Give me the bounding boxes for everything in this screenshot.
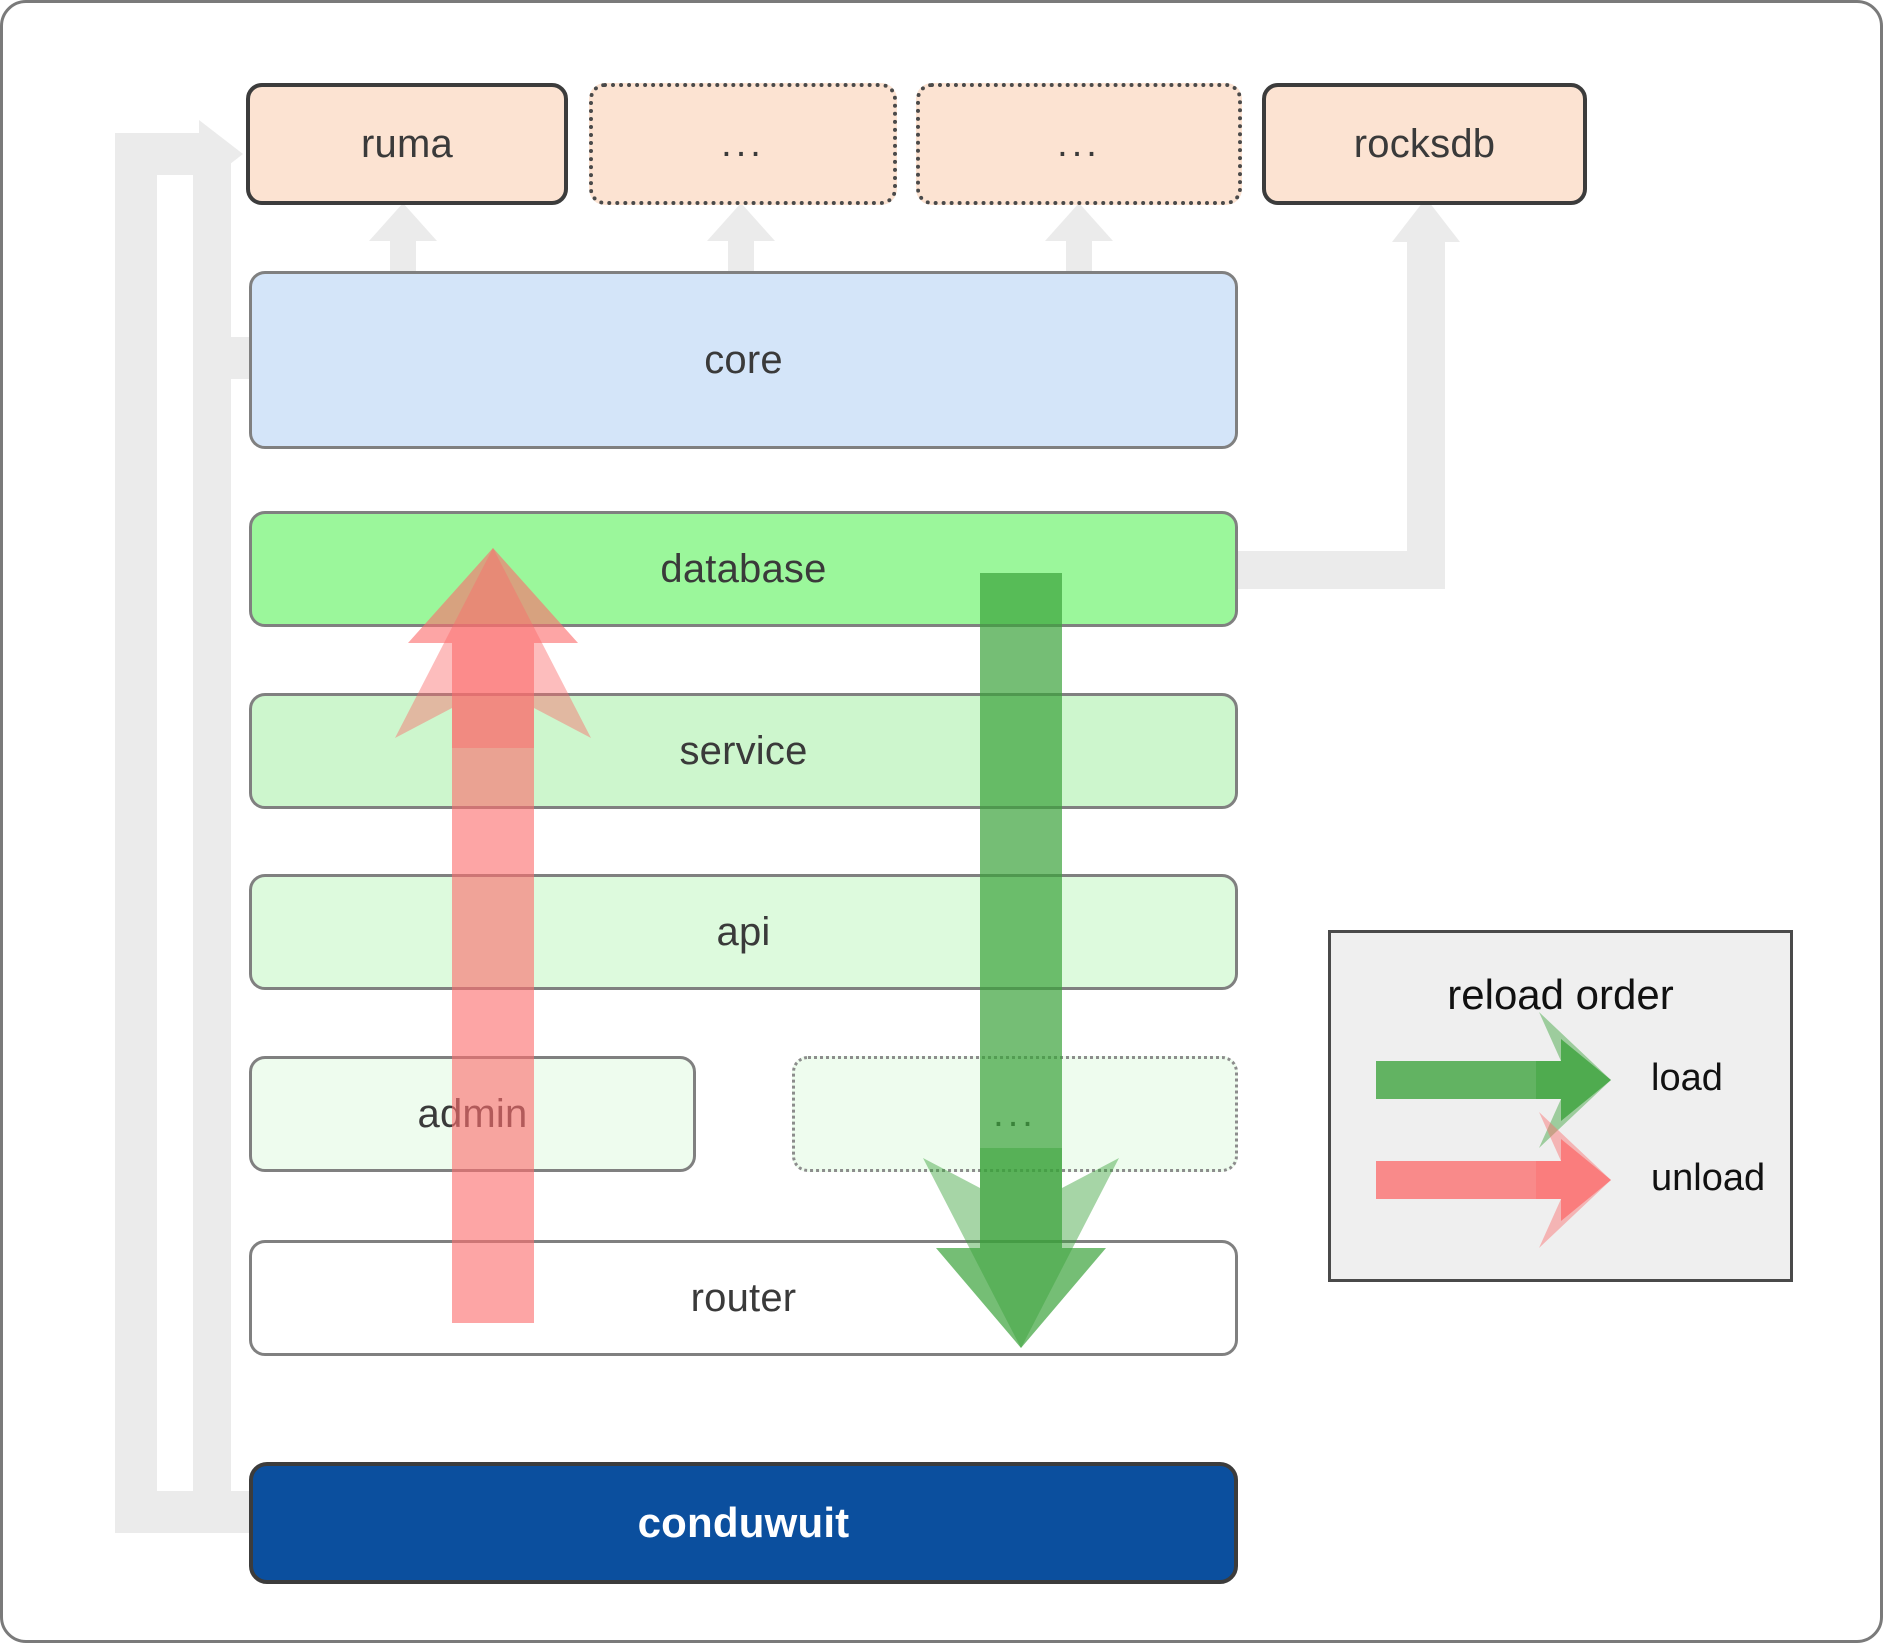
layer-box-admin[interactable]: admin <box>249 1056 696 1172</box>
dependency-box-placeholder-2[interactable]: ... <box>916 83 1242 205</box>
dependency-label: ruma <box>361 121 453 166</box>
layer-box-database[interactable]: database <box>249 511 1238 627</box>
layer-label: core <box>704 337 783 382</box>
root-box-conduwuit[interactable]: conduwuit <box>249 1462 1238 1584</box>
connector-arrowhead-ruma <box>199 120 243 188</box>
connector-arrowhead-rocksdb <box>1392 198 1460 242</box>
dependency-label: rocksdb <box>1353 121 1496 166</box>
legend-unload-arrow-head-wide <box>1536 1112 1611 1248</box>
dependency-box-placeholder-1[interactable]: ... <box>589 83 897 205</box>
legend-label-unload: unload <box>1651 1157 1766 1199</box>
layer-label: api <box>716 909 771 954</box>
connector-arrowhead-core-dots1 <box>707 203 775 241</box>
connector-arrowhead-core-ruma <box>369 203 437 241</box>
dependency-box-rocksdb[interactable]: rocksdb <box>1262 83 1587 205</box>
flow-arrows-overlay <box>395 548 1119 1348</box>
layer-box-router[interactable]: router <box>249 1240 1238 1356</box>
legend-panel: reload order load unload <box>1328 930 1793 1282</box>
connector-db-to-rocksdb-vertical <box>1407 241 1445 589</box>
layer-label: database <box>660 546 827 591</box>
layer-box-core[interactable]: core <box>249 271 1238 449</box>
connector-arrowhead-core <box>199 324 243 392</box>
layer-box-service[interactable]: service <box>249 693 1238 809</box>
layer-label: service <box>679 728 808 773</box>
connector-db-to-rocksdb-horizontal <box>1235 551 1425 589</box>
layer-box-api[interactable]: api <box>249 874 1238 990</box>
connector-trunk-bottom <box>115 1491 255 1533</box>
layer-label: ... <box>993 1092 1037 1135</box>
connector-trunk-vertical <box>115 133 157 1533</box>
root-label: conduwuit <box>637 1499 850 1546</box>
legend-label-load: load <box>1651 1057 1723 1099</box>
legend-load-arrow-head-wide <box>1536 1012 1611 1148</box>
connector-to-ruma-horizontal <box>115 133 200 175</box>
dependency-label: ... <box>721 122 765 165</box>
connector-arrowhead-core-dots2 <box>1045 203 1113 241</box>
dependency-label: ... <box>1057 122 1101 165</box>
layer-label: admin <box>417 1091 528 1136</box>
legend-unload-arrow <box>1376 1139 1611 1221</box>
layer-label: router <box>690 1275 797 1320</box>
legend-load-arrow <box>1376 1039 1611 1121</box>
legend-arrows <box>1376 1012 1611 1248</box>
legend-title: reload order <box>1447 971 1674 1018</box>
layer-box-placeholder[interactable]: ... <box>792 1056 1238 1172</box>
dependency-box-ruma[interactable]: ruma <box>246 83 568 205</box>
